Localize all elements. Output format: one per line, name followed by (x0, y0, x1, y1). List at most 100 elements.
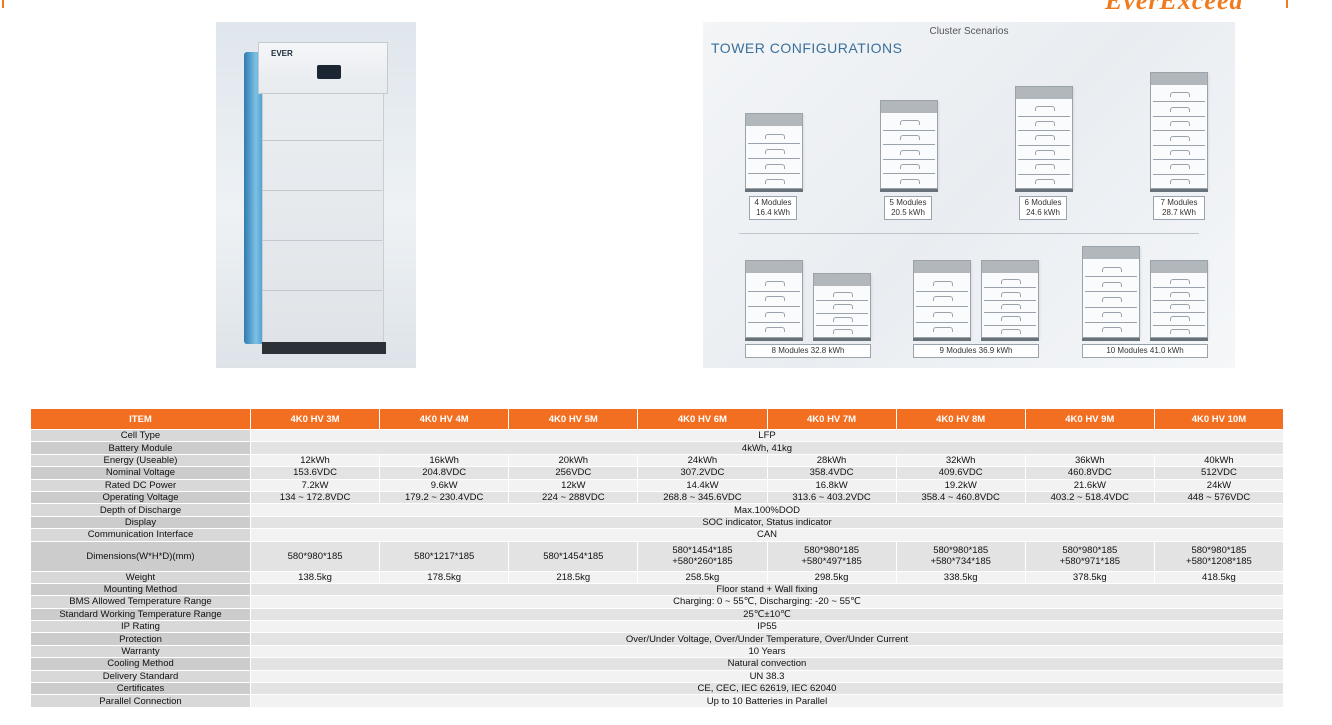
module-handle (933, 327, 953, 333)
table-cell: 580*980*185+580*734*185 (895, 540, 1026, 572)
row-label: Nominal Voltage (30, 466, 251, 480)
module-line (1153, 312, 1205, 314)
table-cell: 28kWh (766, 453, 897, 468)
module-line (984, 287, 1036, 289)
module-handle (1170, 92, 1190, 98)
tower-diagram (981, 260, 1039, 341)
module-handle (765, 178, 785, 184)
module-line (816, 324, 868, 326)
module-handle (765, 163, 785, 169)
table-cell: 153.6VDC (249, 466, 381, 480)
module-line (1085, 291, 1137, 293)
row-label: Display (30, 515, 251, 530)
cell-line: 580*980*185 (1191, 545, 1247, 557)
cell-line: +580*497*185 (801, 556, 862, 568)
row-label: Mounting Method (30, 582, 251, 597)
table-cell-span: Up to 10 Batteries in Parallel (250, 694, 1284, 708)
module-line (883, 144, 935, 146)
table-cell-span: Max.100%DOD (250, 503, 1284, 517)
tower-front-panel (262, 46, 384, 348)
module-handle (1035, 149, 1055, 155)
tower-diagram (1150, 72, 1208, 192)
module-handle (900, 164, 920, 170)
row-label: Operating Voltage (30, 490, 251, 505)
module-line (748, 306, 800, 307)
row-label: Warranty (30, 644, 251, 659)
cell-line: 580*980*185 (933, 545, 989, 557)
module-handle (1170, 328, 1190, 334)
tower-foot (1015, 189, 1073, 192)
table-cell: 580*1454*185+580*260*185 (637, 540, 768, 572)
module-handle (1001, 316, 1021, 322)
table-cell: 204.8VDC (379, 466, 510, 480)
module-handle (1102, 312, 1122, 318)
table-cell: 580*980*185+580*971*185 (1024, 540, 1155, 572)
column-header-model: 4K0 HV 6M (637, 408, 768, 430)
module-line (1153, 144, 1205, 146)
module-line (1085, 306, 1137, 308)
row-label: Depth of Discharge (30, 503, 251, 517)
module-handle (765, 327, 785, 333)
module-handle (833, 328, 853, 334)
brand-logo-top: EverExceed (1105, 0, 1244, 15)
tower-diagram (1082, 246, 1140, 341)
column-header-item: ITEM (30, 408, 251, 430)
module-handle (1102, 281, 1122, 287)
tower-foot (981, 338, 1039, 341)
module-line (883, 129, 935, 131)
table-cell: 256VDC (508, 466, 639, 480)
column-header-model: 4K0 HV 9M (1024, 408, 1155, 430)
module-handle (1170, 149, 1190, 155)
tower-diagram (1150, 260, 1208, 341)
column-header-model: 4K0 HV 7M (766, 408, 897, 430)
tower-configurations-panel: Cluster Scenarios TOWER CONFIGURATIONS 4… (703, 22, 1235, 368)
row-label: IP Rating (30, 620, 251, 634)
module-line (1018, 144, 1070, 146)
tower-base (262, 342, 386, 354)
module-line (1153, 324, 1205, 326)
table-cell-span: Floor stand + Wall fixing (250, 582, 1284, 597)
table-cell: 268.8 ~ 345.6VDC (637, 490, 768, 505)
table-cell: 580*980*185 (249, 540, 381, 572)
battery-tower-illustration: EVER (244, 42, 388, 354)
table-cell-span: CE, CEC, IEC 62619, IEC 62040 (250, 682, 1284, 696)
table-cell: 258.5kg (637, 570, 768, 584)
column-header-model: 4K0 HV 3M (249, 408, 381, 430)
module-handle (833, 292, 853, 298)
tower-diagram (813, 273, 871, 341)
row-label: BMS Allowed Temperature Range (30, 595, 251, 609)
row-label: Energy (Useable) (30, 453, 251, 468)
table-cell: 358.4 ~ 460.8VDC (895, 490, 1026, 505)
module-seam (262, 140, 382, 141)
module-handle (1102, 297, 1122, 302)
tower-cap (982, 261, 1038, 273)
module-seam (262, 290, 382, 291)
row-label: Weight (30, 570, 251, 584)
module-handle (1170, 135, 1190, 141)
row-label: Protection (30, 632, 251, 646)
table-cell-span: Over/Under Voltage, Over/Under Temperatu… (250, 632, 1284, 646)
top-left-accent (2, 0, 4, 8)
module-handle (765, 133, 785, 139)
module-handle (1170, 164, 1190, 170)
module-line (1153, 130, 1205, 132)
table-cell: 134 ~ 172.8VDC (249, 490, 381, 505)
table-cell: 20kWh (508, 453, 639, 468)
module-handle (1035, 164, 1055, 170)
row-label: Rated DC Power (30, 478, 251, 492)
tower-diagram (745, 260, 803, 341)
